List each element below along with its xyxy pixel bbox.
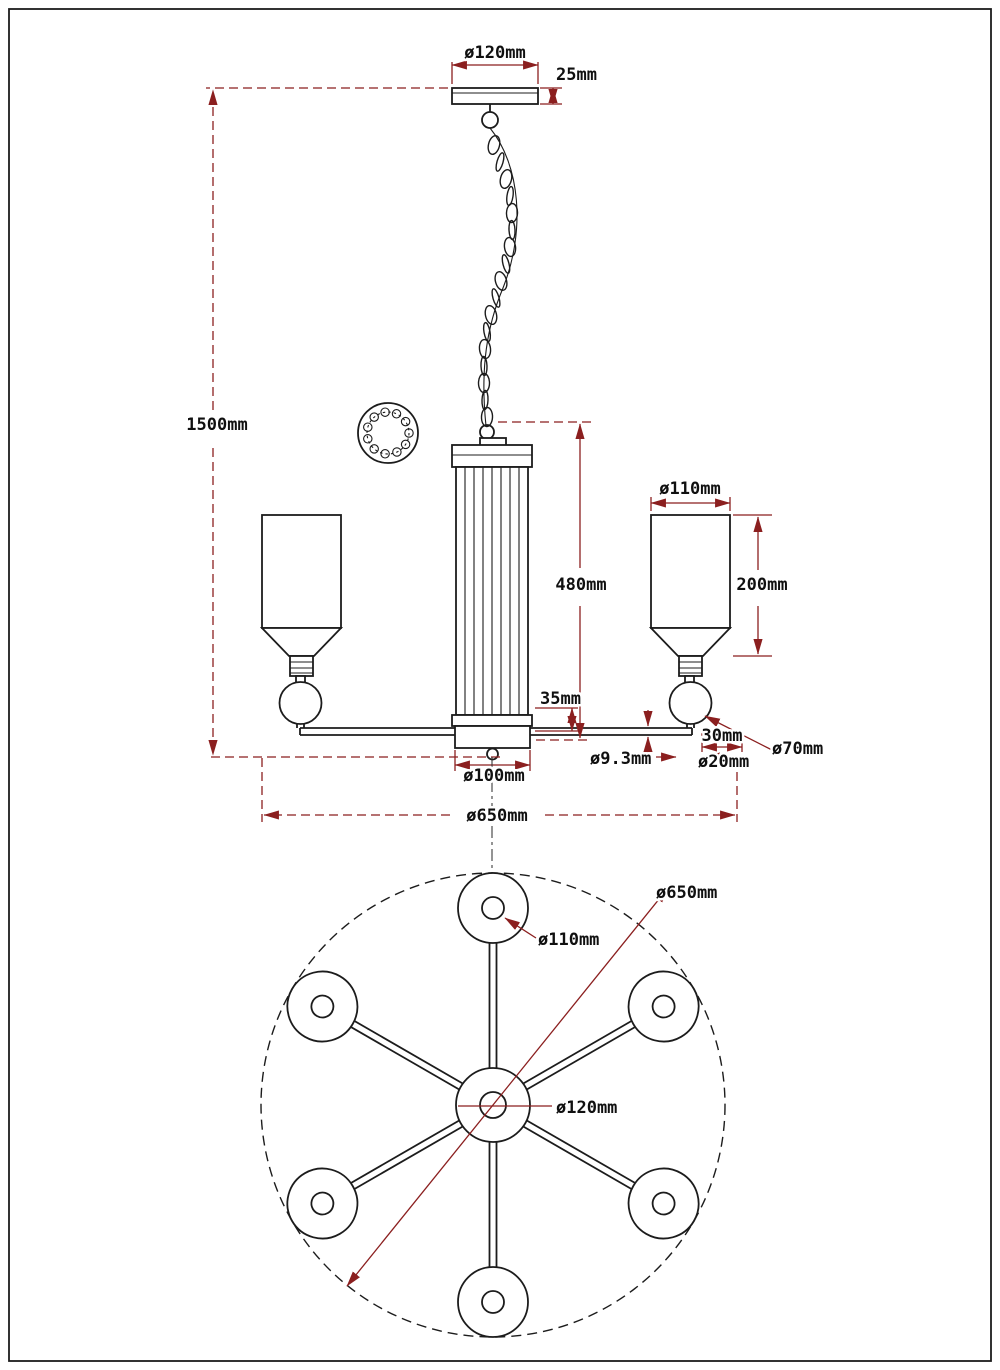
plan-view bbox=[260, 757, 726, 1338]
plan-shade-hole bbox=[310, 1191, 335, 1216]
left-ball-joint bbox=[278, 681, 323, 725]
ball-diameter-label: ø70mm bbox=[772, 739, 823, 759]
ceiling-canopy bbox=[451, 87, 539, 129]
right-shade-funnel bbox=[648, 627, 733, 657]
joint-offset-label: 30mm bbox=[702, 726, 743, 746]
left-glass-cylinder bbox=[261, 514, 342, 629]
suspension-chain bbox=[477, 134, 519, 428]
dimension-shade-height bbox=[733, 514, 772, 657]
left-shade-funnel bbox=[259, 627, 344, 657]
socket-diameter-label: ø20mm bbox=[698, 752, 749, 772]
canopy-hook-ring bbox=[481, 111, 499, 129]
plan-arm-0 bbox=[457, 872, 529, 1068]
plan-shade-hole bbox=[310, 994, 335, 1019]
plan-shade-hole bbox=[481, 896, 505, 920]
dimension-shade-diameter-plan-leader bbox=[504, 917, 537, 939]
body-height-label: 480mm bbox=[555, 575, 606, 595]
plan-arm-4 bbox=[286, 1119, 464, 1240]
dimension-shade-diameter bbox=[650, 497, 731, 511]
right-arm bbox=[530, 722, 695, 736]
dimension-ball-diameter bbox=[704, 715, 773, 751]
left-shade bbox=[259, 514, 344, 725]
plan-shade-hole bbox=[481, 1290, 505, 1314]
plan-arm-5 bbox=[286, 970, 464, 1091]
labels: ø120mm 25mm 1500mm ø110mm 480mm 200mm 35… bbox=[184, 41, 826, 1121]
arm-tube-diameter-label: ø9.3mm bbox=[590, 749, 651, 769]
dimension-hub-offset bbox=[535, 707, 578, 732]
dimension-overall-diameter-plan bbox=[346, 887, 669, 1287]
arm-hub bbox=[454, 725, 531, 749]
dimensions-plan bbox=[346, 887, 669, 1287]
dimension-canopy-diameter bbox=[451, 60, 539, 84]
canopy-diameter-label: ø120mm bbox=[464, 43, 525, 63]
plan-arm-3 bbox=[457, 1142, 529, 1338]
center-column bbox=[451, 437, 533, 761]
plan-arm-1 bbox=[522, 970, 700, 1091]
canopy-detail-ring bbox=[357, 402, 419, 464]
overall-height-label: 1500mm bbox=[186, 415, 247, 435]
dimensions-front bbox=[206, 60, 773, 822]
center-diameter-plan-label: ø120mm bbox=[556, 1098, 617, 1118]
hub-diameter-label: ø100mm bbox=[463, 766, 524, 786]
right-glass-cylinder bbox=[650, 514, 731, 629]
dimension-overall-height bbox=[206, 87, 500, 758]
right-ball-joint bbox=[668, 681, 713, 725]
overall-diameter-front-label: ø650mm bbox=[466, 806, 527, 826]
shade-height-label: 200mm bbox=[736, 575, 787, 595]
left-arm bbox=[296, 722, 455, 736]
dimension-body-height bbox=[498, 421, 592, 741]
dimension-overall-diameter-front bbox=[261, 758, 738, 822]
hub-offset-label: 35mm bbox=[540, 689, 581, 709]
sheet-border bbox=[8, 8, 992, 1362]
right-shade bbox=[648, 514, 733, 725]
dimension-canopy-height bbox=[540, 87, 562, 105]
dimension-joint-offset bbox=[701, 733, 743, 752]
canopy-height-label: 25mm bbox=[556, 65, 597, 85]
front-elevation-view bbox=[259, 87, 733, 761]
shade-diameter-plan-label: ø110mm bbox=[538, 930, 599, 950]
overall-diameter-plan-label: ø650mm bbox=[656, 883, 717, 903]
shade-diameter-label: ø110mm bbox=[659, 479, 720, 499]
